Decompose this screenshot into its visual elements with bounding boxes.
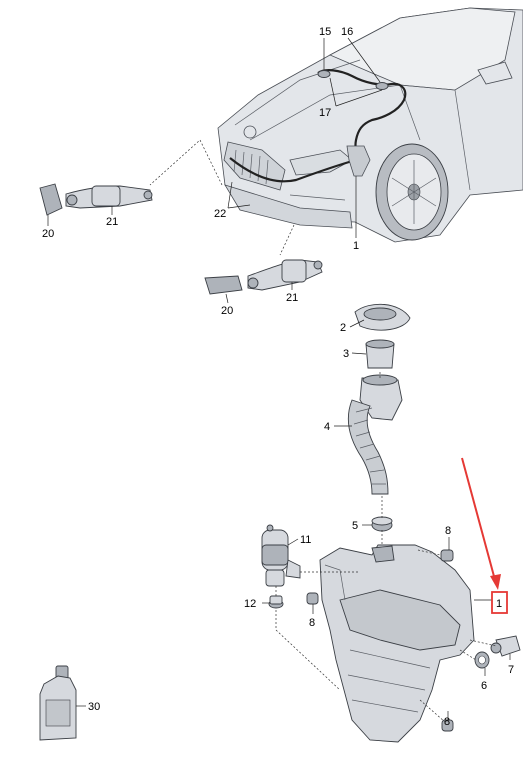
nut-bottom xyxy=(441,719,454,732)
headlight-hose xyxy=(229,157,357,183)
callout-1-top: 1 xyxy=(353,240,359,252)
callout-3: 3 xyxy=(343,348,349,360)
brand-logo xyxy=(243,125,257,139)
callout-17: 17 xyxy=(319,107,331,119)
highlighted-callout: 1 xyxy=(491,591,508,614)
callout-16: 16 xyxy=(341,26,353,38)
grommet xyxy=(371,516,393,532)
callout-2: 2 xyxy=(340,322,346,334)
callout-11: 11 xyxy=(300,534,311,546)
callout-5: 5 xyxy=(352,520,358,532)
seal-ring xyxy=(474,651,490,669)
callout-15: 15 xyxy=(319,26,331,38)
callout-7: 7 xyxy=(508,664,514,676)
washer-jet-right xyxy=(375,82,389,90)
highlight-box xyxy=(491,591,508,614)
callout-8-mid: 8 xyxy=(309,617,315,629)
callout-21-mid: 21 xyxy=(286,292,298,304)
headlight-washer-right xyxy=(204,259,323,295)
callout-6: 6 xyxy=(481,680,487,692)
filler-strainer xyxy=(365,339,395,369)
callout-12: 12 xyxy=(244,598,256,610)
front-wheel xyxy=(375,143,449,241)
grille-bars xyxy=(233,149,269,185)
washer-jet-left xyxy=(317,70,331,78)
callout-8-bottom: 8 xyxy=(444,716,450,728)
hood-hose xyxy=(317,69,407,167)
callout-labels: 15 16 17 22 1 21 20 21 20 2 3 4 5 8 11 1… xyxy=(42,26,514,728)
reservoir-neck-top xyxy=(346,145,371,177)
callout-20-left: 20 xyxy=(42,228,54,240)
car-front-illustration xyxy=(217,7,523,243)
washer-fluid-bottle xyxy=(39,665,77,741)
nut-mid xyxy=(306,592,319,605)
callout-4: 4 xyxy=(324,421,330,433)
filler-neck-hose xyxy=(347,374,403,495)
callout-22: 22 xyxy=(214,208,226,220)
callout-8-top: 8 xyxy=(445,525,451,537)
washer-pump xyxy=(261,524,301,587)
nut-top xyxy=(440,549,454,562)
leader-lines xyxy=(47,37,511,723)
washer-fluid-reservoir xyxy=(319,544,475,743)
pump-grommet xyxy=(268,595,284,609)
nozzle-cover-left xyxy=(39,183,63,216)
level-sensor xyxy=(490,635,521,657)
nozzle-cover-right xyxy=(204,275,243,295)
nozzle-cylinder-right xyxy=(281,259,307,283)
callout-20-mid: 20 xyxy=(221,305,233,317)
callout-1-highlighted: 1 xyxy=(496,598,502,610)
callout-30: 30 xyxy=(88,701,100,713)
filler-cap xyxy=(354,303,411,331)
headlight-washer-left xyxy=(39,183,153,216)
red-pointer-arrow xyxy=(461,457,501,590)
nozzle-cylinder-left xyxy=(91,185,121,207)
callout-21-left: 21 xyxy=(106,216,118,228)
